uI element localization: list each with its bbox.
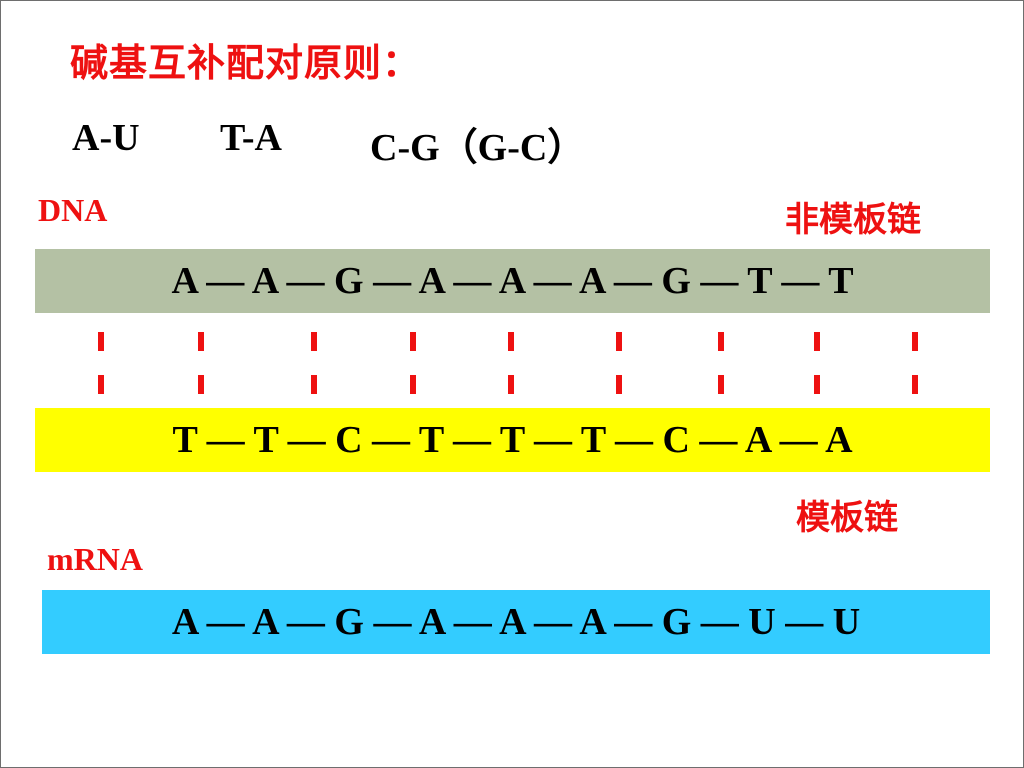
mrna-label: mRNA [47,541,143,577]
pairing-rule-ta: T-A [220,117,282,159]
hydrogen-bond-mark [814,375,820,394]
hydrogen-bond-mark [718,332,724,351]
hydrogen-bond-mark [410,375,416,394]
dna-label: DNA [38,192,108,228]
template-strand: T — T — C — T — T — T — C — A — A [35,408,990,472]
hydrogen-bond-mark [912,332,918,351]
non-template-strand: A — A — G — A — A — A — G — T — T [35,249,990,313]
hydrogen-bond-mark [508,375,514,394]
template-strand-label: 模板链 [796,498,898,538]
hydrogen-bond-mark [311,332,317,351]
hydrogen-bond-mark [814,332,820,351]
hydrogen-bond-mark [410,332,416,351]
mrna-strand: A — A — G — A — A — A — G — U — U [42,590,990,654]
hydrogen-bond-mark [311,375,317,394]
hydrogen-bond-mark [616,332,622,351]
hydrogen-bond-mark [98,375,104,394]
hydrogen-bond-mark [198,332,204,351]
pairing-rule-au: A-U [72,117,140,159]
hydrogen-bond-mark [912,375,918,394]
non-template-strand-label: 非模板链 [785,200,921,240]
slide-title: 碱基互补配对原则： [70,41,422,85]
pairing-rule-cg: C-G（G-C） [370,127,586,169]
hydrogen-bond-mark [198,375,204,394]
hydrogen-bond-mark [508,332,514,351]
hydrogen-bond-mark [98,332,104,351]
hydrogen-bond-mark [718,375,724,394]
hydrogen-bond-mark [616,375,622,394]
